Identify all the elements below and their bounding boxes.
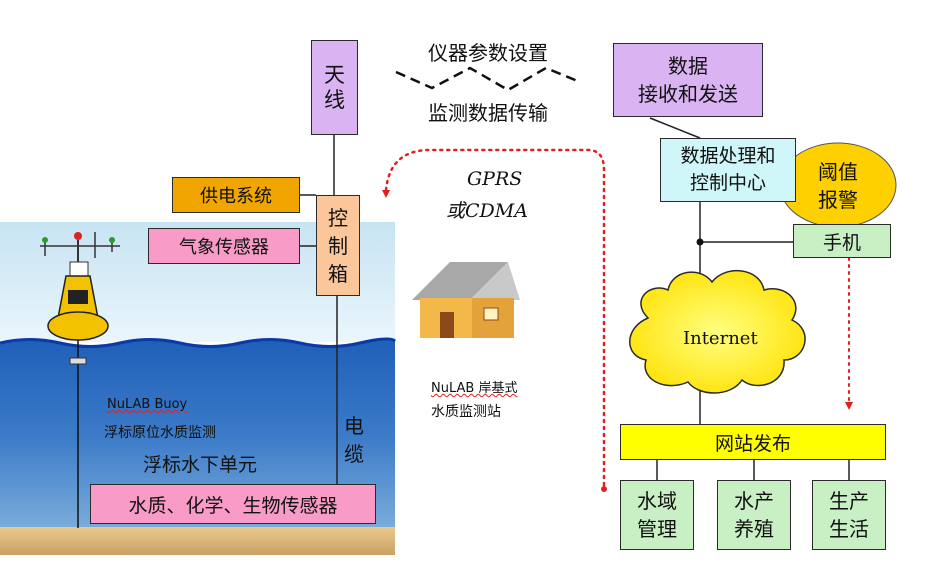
publish-box: 网站发布 <box>620 424 886 460</box>
aquaculture-label-2: 养殖 <box>734 517 774 541</box>
publish-label: 网站发布 <box>714 432 791 455</box>
cable-label-1: 电 <box>344 414 364 438</box>
antenna-label-2: 线 <box>324 87 345 112</box>
shore-station-text-1: NuLAB 岸基式 <box>431 381 518 396</box>
phone-box: 手机 <box>793 224 891 258</box>
underwater-unit-text: 浮标水下单元 <box>143 454 258 476</box>
config-label: 仪器参数设置 <box>428 37 548 66</box>
control-box: 控 制 箱 <box>316 195 360 296</box>
gprs-label: GPRS <box>467 168 522 190</box>
production-label-1: 生产 <box>829 489 869 513</box>
sensors-box: 水质、化学、生物传感器 <box>90 484 376 524</box>
weather-sensor-box: 气象传感器 <box>148 228 300 264</box>
aquaculture-label-1: 水产 <box>734 489 774 513</box>
zigzag-link-icon <box>395 66 581 92</box>
buoy-name-cn-text: 浮标原位水质监测 <box>104 425 216 441</box>
antenna-label-1: 天 <box>324 62 345 87</box>
production-box: 生产 生活 <box>812 480 886 550</box>
water-mgmt-label-1: 水域 <box>637 489 677 513</box>
data-rx-box: 数据 接收和发送 <box>613 43 763 117</box>
internet-label: Internet <box>683 328 758 349</box>
buoy-icon <box>40 232 120 528</box>
alarm-label-1: 阈值 <box>818 160 858 184</box>
alarm-label-2: 报警 <box>818 188 858 212</box>
control-box-label-1: 控 <box>328 205 348 230</box>
processing-label-2: 控制中心 <box>689 172 766 194</box>
cable-label-2: 缆 <box>344 442 364 466</box>
config-text: 仪器参数设置 <box>428 41 548 65</box>
control-box-label-2: 制 <box>328 233 348 258</box>
data-rx-label-1: 数据 <box>668 54 708 78</box>
processing-box: 数据处理和 控制中心 <box>660 138 796 202</box>
cdma-text: 或CDMA <box>446 200 528 222</box>
aquaculture-box: 水产 养殖 <box>717 480 791 550</box>
transfer-label: 监测数据传输 <box>428 97 548 126</box>
water-mgmt-label-2: 管理 <box>637 517 677 541</box>
power-system-label: 供电系统 <box>200 186 272 207</box>
shore-station-label-1: NuLAB 岸基式 <box>431 377 517 396</box>
alarm-label: 阈值 报警 <box>818 158 858 214</box>
production-label-2: 生活 <box>829 517 869 541</box>
weather-sensor-label: 气象传感器 <box>179 237 269 258</box>
cdma-label: 或CDMA <box>446 196 528 223</box>
cable-label: 电 缆 <box>344 412 364 468</box>
transfer-text: 监测数据传输 <box>428 101 548 125</box>
phone-label: 手机 <box>822 231 861 254</box>
antenna-box: 天 线 <box>311 40 358 135</box>
processing-label-1: 数据处理和 <box>680 145 776 167</box>
buoy-name-en: NuLAB Buoy <box>107 397 187 412</box>
power-system-box: 供电系统 <box>172 177 300 213</box>
internet-cloud-icon <box>629 269 806 394</box>
sensors-label: 水质、化学、生物传感器 <box>128 494 338 517</box>
shore-station-label-2: 水质监测站 <box>431 401 501 421</box>
internet-text: Internet <box>683 328 758 349</box>
shore-station-text-2: 水质监测站 <box>431 404 501 420</box>
water-mgmt-box: 水域 管理 <box>620 480 694 550</box>
underwater-unit-label: 浮标水下单元 <box>143 450 257 477</box>
wireless-link-icon <box>384 148 606 492</box>
shore-station-house-icon <box>412 262 520 338</box>
buoy-name-en-text: NuLAB Buoy <box>107 397 188 412</box>
seabed <box>0 527 395 555</box>
data-rx-label-2: 接收和发送 <box>638 82 738 106</box>
gprs-text: GPRS <box>467 168 523 190</box>
control-box-label-3: 箱 <box>328 261 348 286</box>
buoy-name-cn: 浮标原位水质监测 <box>104 422 216 442</box>
